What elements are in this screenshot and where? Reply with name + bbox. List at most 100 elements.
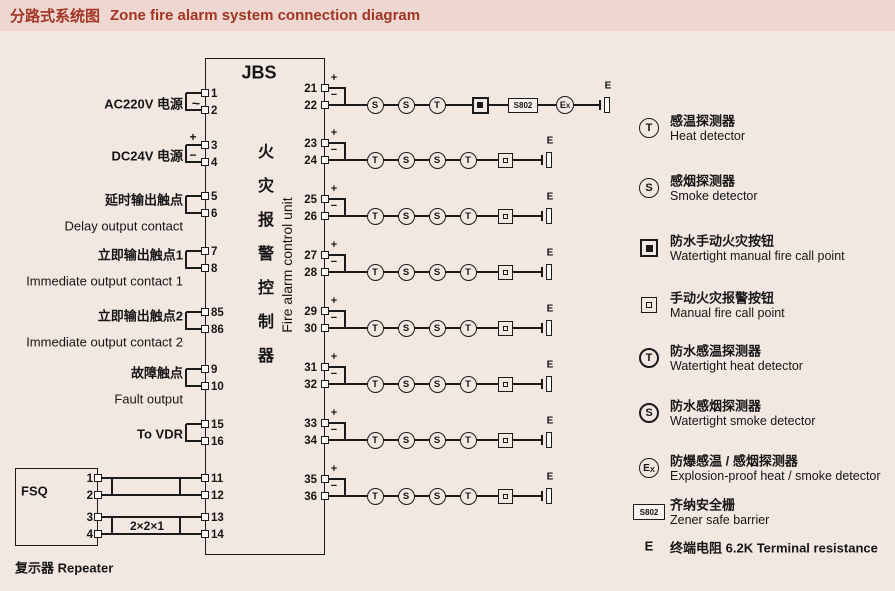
repeater-wire <box>98 477 205 479</box>
terminal-resistance-symbol: E <box>644 538 654 554</box>
legend-en: Manual fire call point <box>670 306 785 320</box>
terminal-number: 2 <box>86 490 93 502</box>
loop-plus-wire <box>329 198 346 200</box>
terminal <box>94 530 102 538</box>
terminal-number: 86 <box>211 324 224 336</box>
input-wire <box>186 267 205 269</box>
loop-join-wire <box>344 255 346 273</box>
inner-square <box>502 157 508 163</box>
end-resistance-label: E <box>604 80 612 92</box>
end-resistance-label: E <box>546 471 554 483</box>
smoke-detector-symbol: S <box>397 487 415 505</box>
input-bracket <box>185 312 187 330</box>
terminal-number: 21 <box>304 83 317 95</box>
terminal <box>321 101 329 109</box>
inner-square <box>646 302 652 308</box>
terminal-number: 11 <box>211 473 224 485</box>
terminal <box>321 156 329 164</box>
terminal-number: 10 <box>211 381 224 393</box>
input-wire <box>186 109 205 111</box>
smoke-detector-symbol: S <box>397 151 415 169</box>
loop-polarity-minus: − <box>330 256 338 268</box>
terminal-number: 14 <box>211 529 224 541</box>
terminal <box>321 492 329 500</box>
loop-polarity-plus: + <box>330 463 338 475</box>
terminal <box>321 84 329 92</box>
loop-polarity-plus: + <box>330 351 338 363</box>
input-bracket <box>185 251 187 269</box>
loop-wire <box>329 104 600 106</box>
terminal-number: 33 <box>304 418 317 430</box>
heat-detector-symbol: T <box>366 263 384 281</box>
end-tick <box>599 100 601 110</box>
smoke-detector-symbol: S <box>397 319 415 337</box>
manual-call-point-symbol <box>497 320 513 336</box>
loop-polarity-plus: + <box>330 295 338 307</box>
legend-zh: 防水感温探测器 <box>670 343 762 359</box>
input-label-en: Fault output <box>114 391 183 407</box>
terminal <box>201 530 209 538</box>
input-label-en: Delay output contact <box>64 218 183 234</box>
inner-square <box>502 381 508 387</box>
manual-call-point-symbol <box>497 432 513 448</box>
terminal <box>201 192 209 200</box>
terminal <box>201 141 209 149</box>
control-unit-box <box>205 58 325 555</box>
end-tick <box>541 491 543 501</box>
input-bracket <box>185 93 187 111</box>
terminal-resistance-symbol <box>546 320 552 336</box>
repeater-wire <box>98 533 205 535</box>
terminal <box>321 436 329 444</box>
terminal <box>94 513 102 521</box>
loop-plus-wire <box>329 310 346 312</box>
polarity-symbol: + <box>189 130 197 144</box>
inner-square <box>502 325 508 331</box>
terminal <box>201 325 209 333</box>
heat-detector-symbol: T <box>459 487 477 505</box>
terminal-number: 85 <box>211 307 224 319</box>
input-label-zh: DC24V 电源 <box>111 148 183 163</box>
heat-detector-symbol: T <box>366 431 384 449</box>
input-wire <box>186 311 205 313</box>
heat-detector-symbol: T <box>459 319 477 337</box>
terminal <box>201 365 209 373</box>
smoke-detector-symbol: S <box>397 375 415 393</box>
smoke-detector-symbol: S <box>428 263 446 281</box>
loop-polarity-minus: − <box>330 89 338 101</box>
loop-plus-wire <box>329 87 346 89</box>
terminal <box>201 474 209 482</box>
terminal-number: 16 <box>211 436 224 448</box>
loop-polarity-minus: − <box>330 312 338 324</box>
legend-en: Explosion-proof heat / smoke detector <box>670 469 881 483</box>
terminal-number: 4 <box>86 529 93 541</box>
input-wire <box>186 423 205 425</box>
terminal-number: 4 <box>211 157 218 169</box>
loop-polarity-plus: + <box>330 72 338 84</box>
pair-bracket <box>111 517 113 535</box>
end-resistance-label: E <box>546 303 554 315</box>
legend-en: Zener safe barrier <box>670 513 770 527</box>
end-tick <box>541 379 543 389</box>
watertight-heat-detector-symbol: T <box>639 348 659 368</box>
loop-polarity-plus: + <box>330 183 338 195</box>
input-wire <box>186 144 205 146</box>
terminal-number: 30 <box>304 323 317 335</box>
inner-square <box>502 213 508 219</box>
terminal-number: 1 <box>211 88 218 100</box>
watertight-manual-call-point-symbol <box>471 96 489 114</box>
terminal-number: 1 <box>86 473 93 485</box>
loop-join-wire <box>344 143 346 161</box>
terminal <box>321 363 329 371</box>
heat-detector-symbol: T <box>366 319 384 337</box>
input-wire <box>186 440 205 442</box>
title-bar: 分路式系统图 Zone fire alarm system connection… <box>0 0 895 31</box>
legend-en: Watertight heat detector <box>670 359 803 373</box>
terminal-number: 2 <box>211 105 218 117</box>
polarity-symbol: ~ <box>191 94 201 111</box>
inner-square <box>477 102 483 108</box>
legend-text: 终端电阻 6.2K Terminal resistance <box>670 538 878 557</box>
heat-detector-symbol: T <box>639 118 659 138</box>
ex-subscript: X <box>649 465 655 474</box>
terminal-number: 7 <box>211 246 218 258</box>
terminal <box>321 419 329 427</box>
